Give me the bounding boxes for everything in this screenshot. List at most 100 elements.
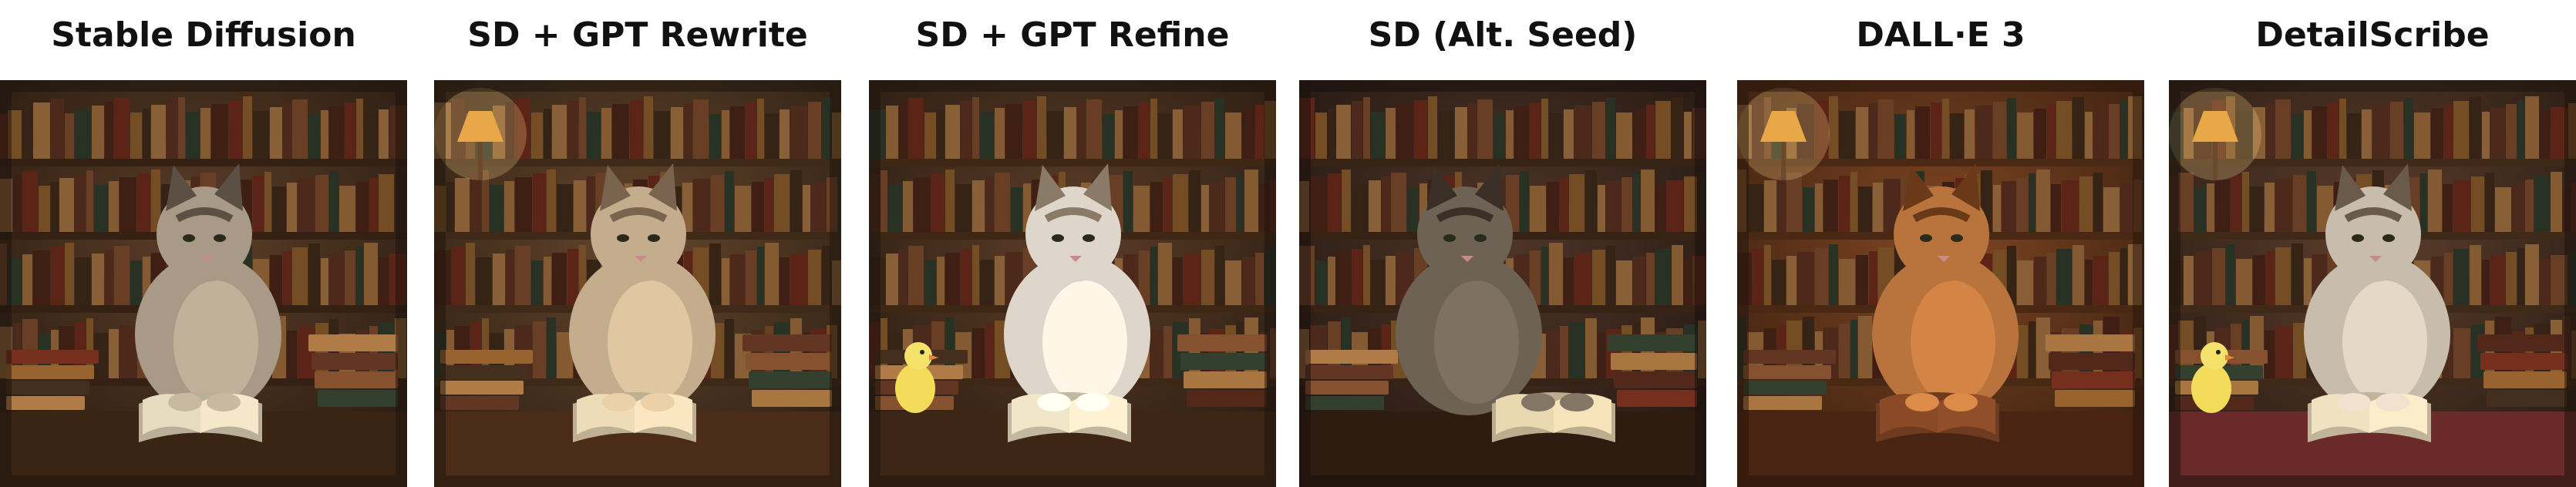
- book-spine: [1858, 316, 1872, 378]
- book-spine: [92, 106, 104, 159]
- book-spine: [746, 102, 756, 159]
- book-spine: [2490, 256, 2505, 305]
- book-spine: [1585, 318, 1597, 378]
- book-spine: [2293, 175, 2306, 232]
- cat-head: [157, 186, 252, 282]
- book-spine: [1823, 180, 1838, 232]
- book-spine: [886, 106, 898, 159]
- book-spine: [1621, 325, 1632, 378]
- book-spine: [466, 243, 475, 305]
- book-spine: [1839, 259, 1855, 305]
- book-spine: [961, 249, 971, 305]
- book-spine: [2444, 253, 2453, 305]
- book-spine: [2207, 183, 2214, 232]
- book-spine: [2551, 172, 2562, 232]
- book-spine: [924, 260, 936, 305]
- book-spine: [765, 113, 779, 159]
- stacked-book: [752, 390, 832, 407]
- chick-body: [895, 364, 935, 413]
- stacked-book: [749, 371, 832, 388]
- book-spine: [2093, 256, 2108, 305]
- book-spine: [2056, 249, 2072, 305]
- book-spine: [452, 99, 465, 159]
- book-spine: [1753, 101, 1763, 159]
- book-spine: [2540, 111, 2550, 159]
- stacked-book: [1743, 396, 1822, 410]
- book-spine: [2540, 259, 2550, 305]
- book-spine: [2073, 245, 2084, 305]
- book-spine: [1850, 320, 1857, 378]
- chick-body: [2191, 364, 2231, 413]
- cat-ear-left: [166, 165, 197, 211]
- book-spine: [287, 331, 297, 378]
- book-spine: [1915, 106, 1930, 159]
- book-spine: [693, 179, 710, 232]
- book-spine: [955, 184, 971, 232]
- panel-sd-gpt-refine: SD + GPT Refine: [869, 0, 1276, 487]
- book-spine: [2253, 107, 2265, 159]
- book-spine: [1569, 322, 1584, 378]
- book-spine: [780, 257, 790, 305]
- cat-ear-right: [1475, 163, 1504, 211]
- cat-eye-right: [214, 234, 226, 242]
- book-spine: [757, 99, 764, 159]
- cat-head: [1025, 186, 1121, 282]
- cat-paw: [1521, 393, 1555, 411]
- book-spine: [2120, 183, 2133, 232]
- cat-stripe: [175, 207, 234, 223]
- book-spine: [1592, 102, 1605, 159]
- chick-head: [904, 342, 932, 370]
- book-spine: [470, 174, 481, 232]
- book-spine: [2085, 112, 2093, 159]
- book-spine: [2275, 99, 2291, 159]
- book-spine: [2212, 248, 2225, 305]
- book-spine: [2328, 102, 2339, 159]
- cat-eye-left: [617, 234, 629, 242]
- cat-chest: [608, 280, 692, 404]
- book-spine: [1455, 107, 1467, 159]
- book-spine: [945, 105, 960, 159]
- book-spine: [1839, 176, 1850, 232]
- cat-eye-right: [1083, 234, 1095, 242]
- book-spine: [2266, 251, 2275, 305]
- cat-nose: [1938, 256, 1950, 262]
- panel-detailscribe: DetailScribe: [2169, 0, 2576, 487]
- cat-chest: [1434, 280, 1519, 404]
- stacked-book: [1305, 365, 1393, 379]
- cat-paw: [207, 393, 241, 411]
- book-spine: [243, 96, 252, 159]
- book-spine: [506, 250, 514, 305]
- book-spine: [1255, 105, 1264, 159]
- book-spine: [684, 103, 692, 159]
- book-spine: [1829, 244, 1838, 305]
- book-spine: [2482, 260, 2490, 305]
- book-spine: [1993, 185, 2001, 232]
- book-spine: [33, 250, 50, 305]
- book-spine: [75, 109, 91, 159]
- book-spine: [356, 182, 369, 232]
- book-spine: [482, 170, 489, 232]
- shelf-board: [434, 159, 841, 166]
- cat-paw: [1944, 393, 1978, 411]
- book-spine: [2551, 255, 2568, 305]
- cat-eye-left: [1920, 234, 1932, 242]
- panel-caption: SD (Alt. Seed): [1368, 15, 1638, 55]
- book-spine: [345, 102, 355, 159]
- book-spine: [75, 174, 86, 232]
- stacked-book: [2052, 371, 2135, 388]
- book-spine: [765, 243, 779, 305]
- book-spine: [1428, 96, 1437, 159]
- stacked-book: [746, 353, 832, 370]
- book-spine: [493, 254, 505, 305]
- book-spine: [790, 254, 807, 305]
- book-spine: [86, 170, 93, 232]
- book-spine: [2036, 170, 2050, 232]
- book-spine: [364, 113, 378, 159]
- book-spine: [1201, 185, 1209, 232]
- book-spine: [587, 176, 595, 232]
- book-spine: [292, 247, 308, 305]
- cat-ear-left: [1035, 165, 1066, 211]
- book-spine: [1336, 253, 1351, 305]
- book-spine: [2372, 106, 2389, 159]
- stacked-book: [742, 334, 832, 351]
